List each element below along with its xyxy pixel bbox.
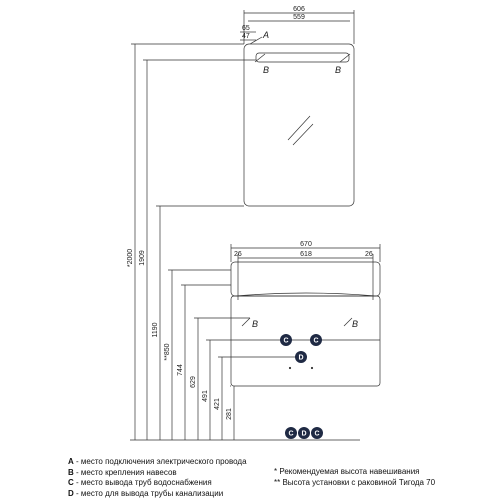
floor-marker-d: D <box>298 427 310 439</box>
mirror-width-outer-label: 606 <box>293 6 305 13</box>
legend-note-2: ** Высота установки с раковиной Тигода 7… <box>274 477 436 487</box>
height-744-label: 744 <box>177 364 184 376</box>
cabinet-label-b-left: B <box>252 319 258 329</box>
height-2000-label: *2000 <box>127 249 134 267</box>
mirror-a-leader <box>249 36 263 45</box>
legend-key-c: C <box>68 478 74 487</box>
cabinet-width-inner-label: 618 <box>300 251 312 258</box>
height-629-label: 629 <box>190 376 197 388</box>
legend-text-b: - место крепления навесов <box>73 467 177 477</box>
legend-row-d: D - место для вывода трубы канализации <box>68 489 247 500</box>
height-491-label: 491 <box>202 390 209 402</box>
height-1190-label: 1190 <box>152 322 159 337</box>
svg-text:C: C <box>313 338 318 345</box>
cabinet-label-b-right: B <box>352 319 358 329</box>
height-421-label: 421 <box>214 398 221 410</box>
legend-key-b: B <box>68 467 74 477</box>
technical-drawing: 606 559 65 47 A B B 670 618 26 26 B B C … <box>127 6 381 441</box>
mirror-hook-right <box>339 53 351 63</box>
height-dimension-lines <box>131 43 300 440</box>
cabinet-side-left-label: 26 <box>234 251 242 258</box>
legend-note-1: * Рекомендуемая высота навешивания <box>274 467 420 476</box>
floor-marker-c-right: C <box>311 427 323 439</box>
cabinet-width-outer-label: 670 <box>300 241 312 248</box>
floor-marker-c-left: C <box>285 427 297 439</box>
mirror-label-b-right: B <box>335 65 341 75</box>
cabinet-top <box>230 261 381 297</box>
cabinet-hook-right <box>343 317 353 327</box>
cabinet-dot-left <box>288 366 292 370</box>
legend-text-a: - место подключения электрического прово… <box>73 457 247 466</box>
cabinet-dot-right <box>310 366 314 370</box>
svg-text:C: C <box>288 431 293 438</box>
height-281-label: 281 <box>226 408 233 420</box>
mirror-width-inner-label: 559 <box>293 14 305 21</box>
height-1909-label: 1909 <box>139 250 146 266</box>
legend-row-c: C - место вывода труб водоснабжения <box>68 478 247 489</box>
legend-keys: A - место подключения электрического про… <box>68 457 247 499</box>
mirror-label-b-left: B <box>263 65 269 75</box>
legend-row-a: A - место подключения электрического про… <box>68 457 247 468</box>
mirror-shelf <box>255 52 350 63</box>
legend-text-c: - место вывода труб водоснабжения <box>73 478 212 487</box>
cabinet-hook-left <box>241 317 251 327</box>
mirror-offset-a-label: 65 <box>242 25 250 32</box>
legend: A - место подключения электрического про… <box>68 457 498 499</box>
height-850-label: **850 <box>164 343 171 360</box>
cabinet-marker-c2: C <box>310 334 322 346</box>
legend-row-b: B - место крепления навесов <box>68 468 247 479</box>
mirror-label-a: A <box>262 30 269 40</box>
cabinet-basin-curve <box>235 292 377 297</box>
svg-text:D: D <box>298 355 303 362</box>
cabinet-marker-c1: C <box>280 334 292 346</box>
legend-notes: * Рекомендуемая высота навешивания ** Вы… <box>274 467 435 488</box>
cabinet-side-right-label: 26 <box>365 251 373 258</box>
legend-text-d: - место для вывода трубы канализации <box>73 488 224 498</box>
cabinet-marker-d: D <box>295 351 307 363</box>
legend-key-a: A <box>68 457 74 466</box>
mirror-offset-b-label: 47 <box>242 33 250 40</box>
mirror-hook-left <box>254 53 266 63</box>
svg-text:D: D <box>301 431 306 438</box>
svg-text:C: C <box>283 338 288 345</box>
mirror-outline <box>243 43 355 207</box>
mirror-reflection-mark <box>287 115 314 146</box>
legend-key-d: D <box>68 488 74 498</box>
svg-text:C: C <box>314 431 319 438</box>
cabinet-body <box>230 295 381 387</box>
